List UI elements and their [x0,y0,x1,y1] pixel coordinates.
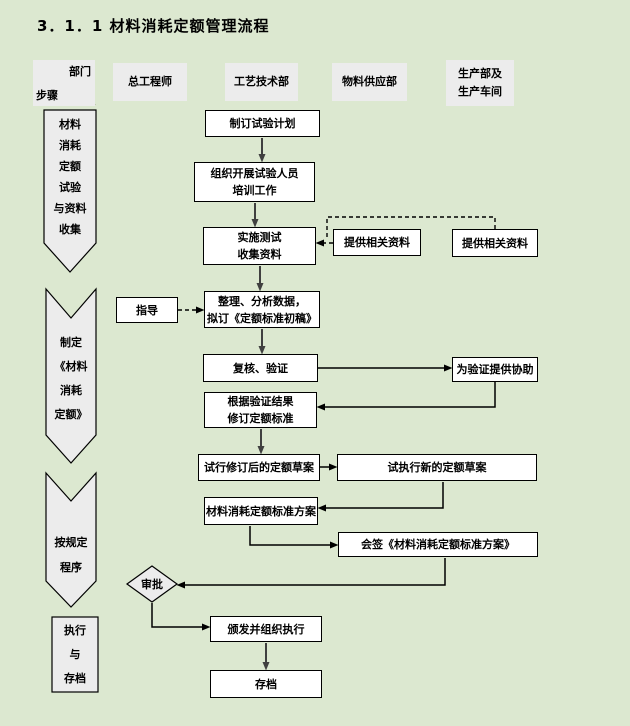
header-col-material-supply-dept: 物料供应部 [332,63,407,101]
approve-diamond [125,565,179,603]
header-col-production-dept: 生产部及 生产车间 [446,60,514,106]
phase-shape-3 [45,471,97,608]
header-corner-dept-label: 部门 [69,65,91,78]
phase-label-formulate-quota: 制定 《材料 消耗 定额》 [54,336,88,421]
node-trial-execute-new-draft: 试执行新的定额草案 [337,454,537,481]
header-corner-step-label: 步骤 [36,89,58,102]
node-countersign-plan: 会签《材料消耗定额标准方案》 [338,532,538,557]
node-review-verify: 复核、验证 [203,354,318,382]
connector-lines [151,364,496,631]
phase-shape-1 [43,109,97,273]
node-analyze-draft-standard: 整理、分析数据， 拟订《定额标准初稿》 [204,291,320,328]
node-approve-label: 审批 [141,577,163,591]
phase-label-per-procedure: 按规定 程序 [54,536,88,574]
page-title: 3．1．1 材料消耗定额管理流程 [37,17,270,35]
node-archive: 存档 [210,670,322,698]
step-arrows [251,138,270,671]
header-col-chief-engineer: 总工程师 [113,63,187,101]
phase-shape-2 [45,287,97,464]
node-guidance: 指导 [116,297,178,323]
node-trial-revised-draft: 试行修订后的定额草案 [198,454,320,481]
node-provide-data-supply-dept: 提供相关资料 [333,229,421,256]
node-provide-data-production-dept: 提供相关资料 [452,229,538,257]
phase-label-execute-archive: 执行 与 存档 [64,623,86,685]
node-revise-per-results: 根据验证结果 修订定额标准 [204,392,317,428]
header-col-process-tech-dept: 工艺技术部 [225,63,298,101]
node-organize-training: 组织开展试验人员 培训工作 [194,162,315,202]
node-quota-standard-plan: 材料消耗定额标准方案 [204,497,318,525]
node-assist-verification: 为验证提供协助 [452,357,538,382]
dashed-connectors [178,216,496,314]
header-corner-cell: 部门 步骤 [33,60,95,106]
phase-shape-4 [51,616,99,693]
node-make-test-plan: 制订试验计划 [205,110,320,137]
phase-label-test-collection: 材料 消耗 定额 试验 与资料 收集 [53,117,87,236]
node-issue-and-execute: 颁发并组织执行 [210,616,322,642]
node-implement-test-collect: 实施测试 收集资料 [203,227,316,265]
